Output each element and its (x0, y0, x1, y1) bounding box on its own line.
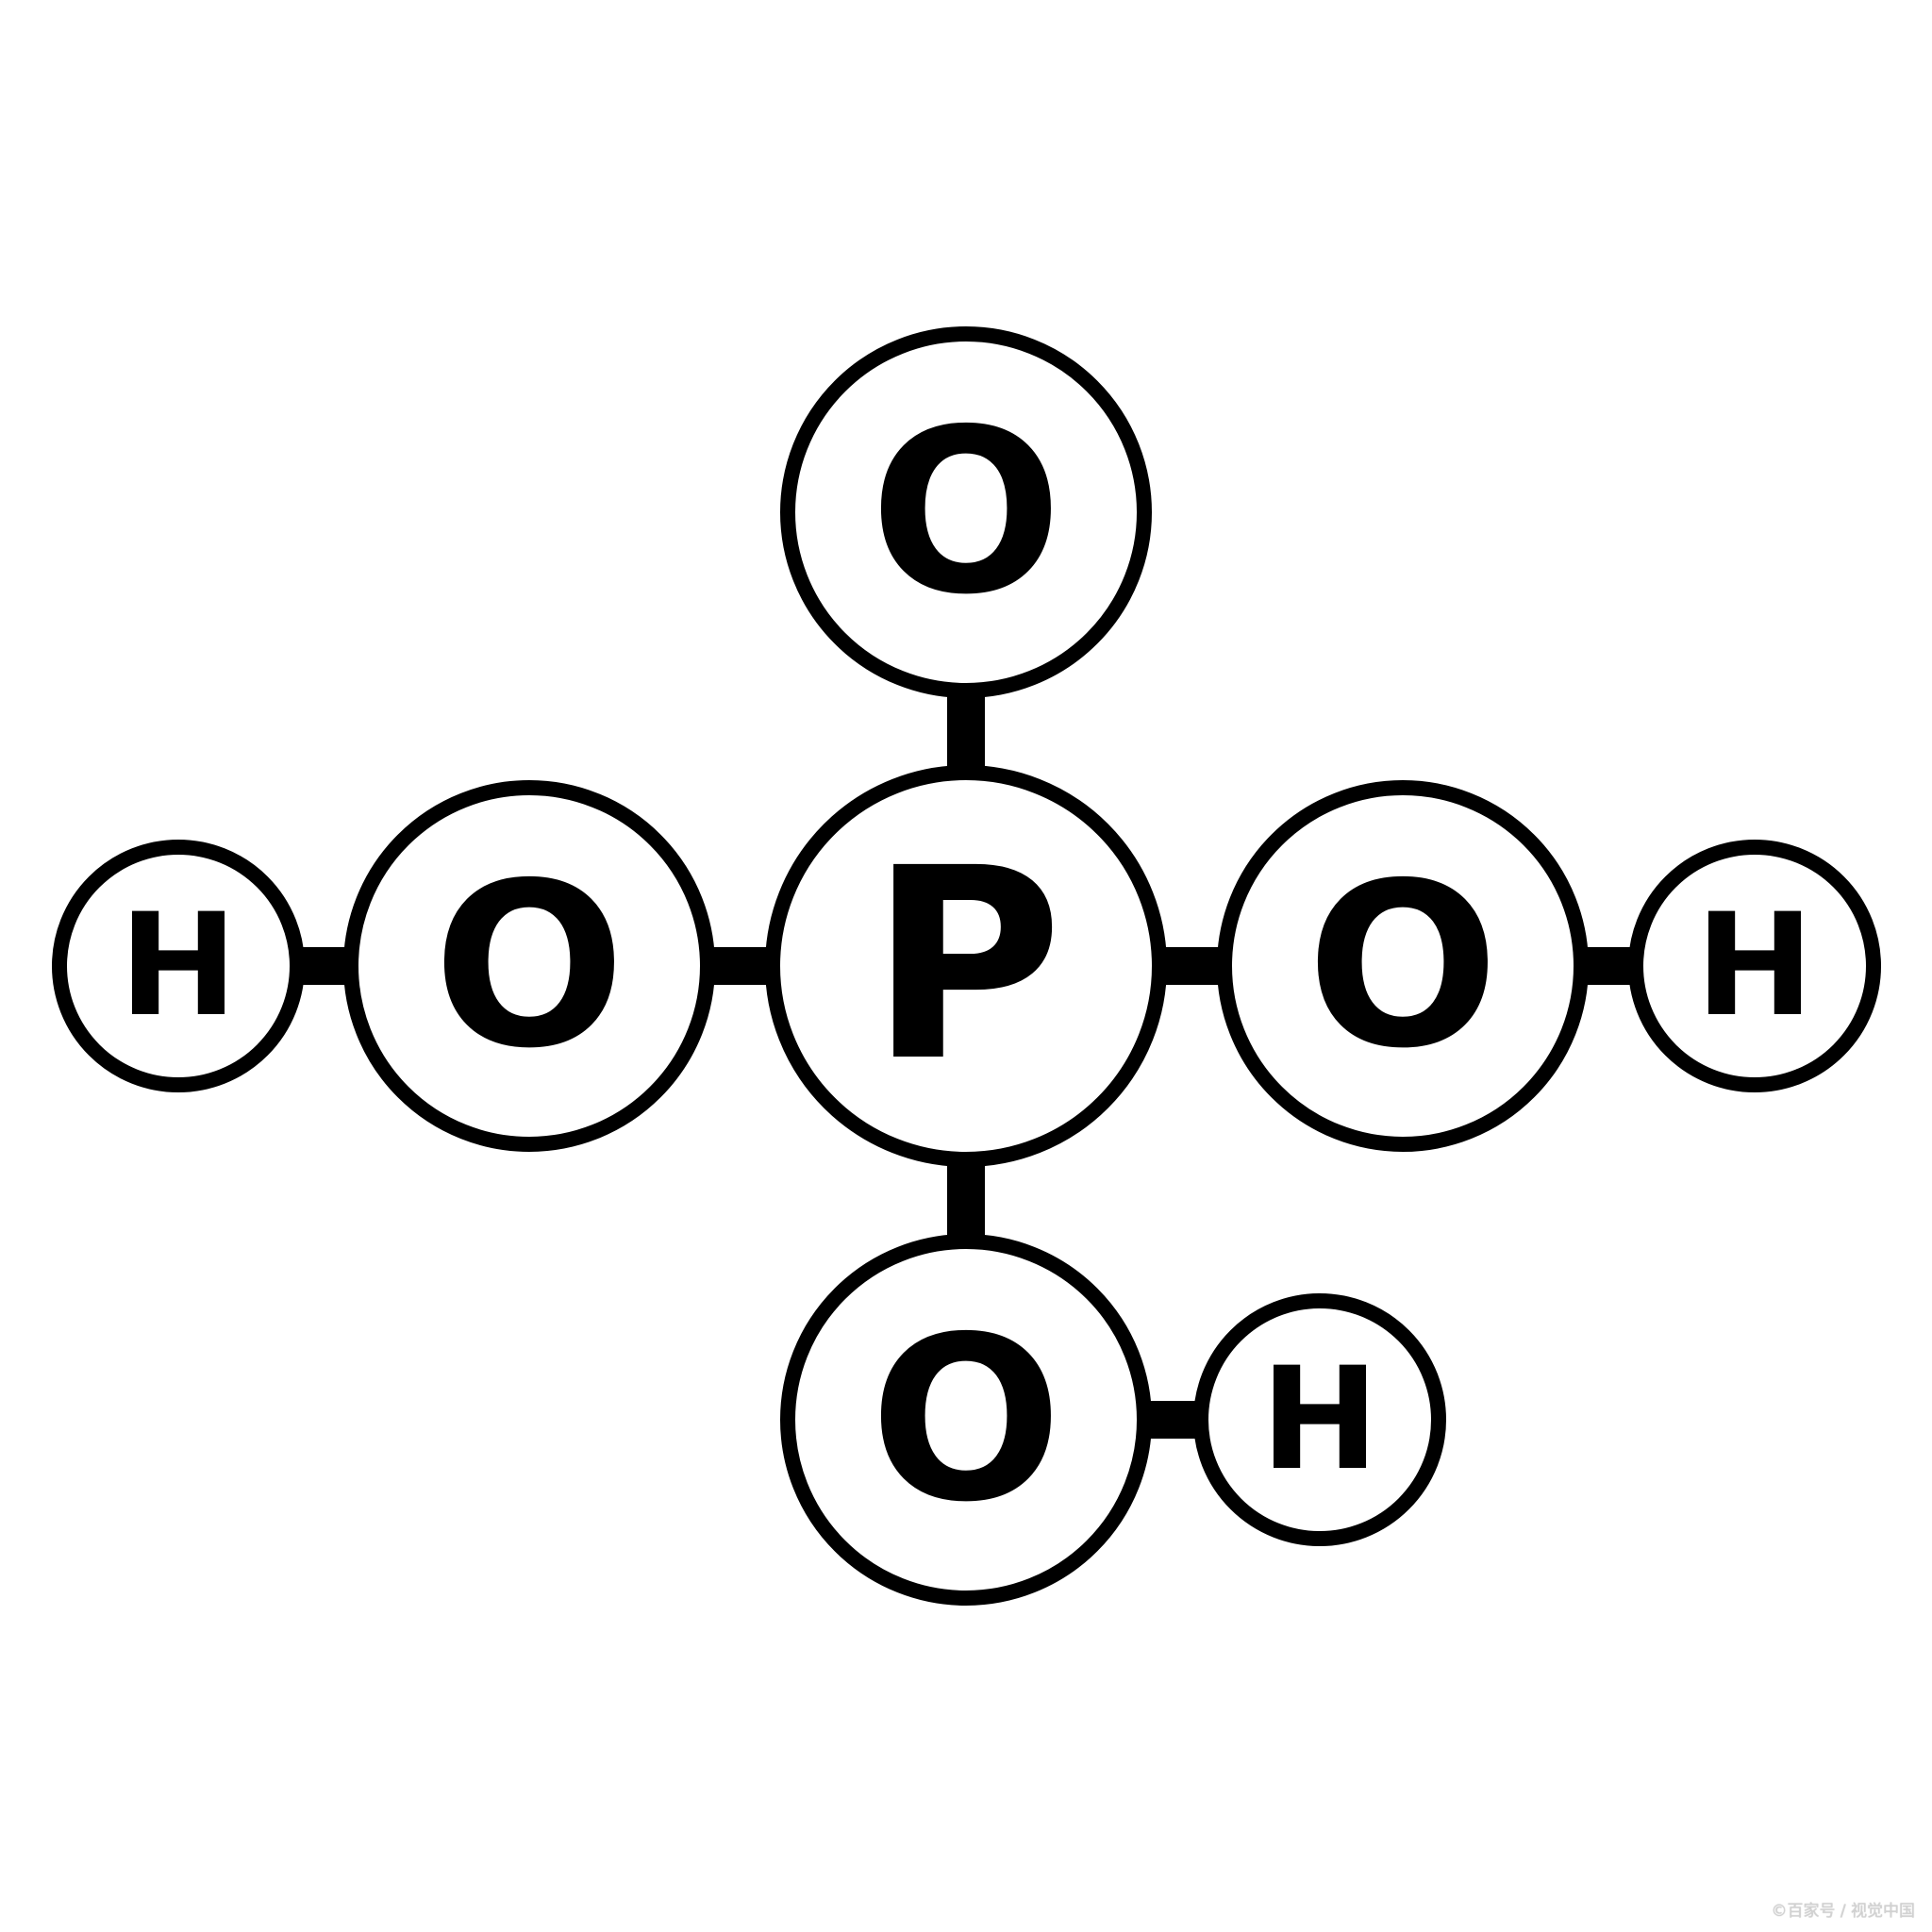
atom-o-bottom: O (780, 1234, 1152, 1606)
atom-h-left: H (52, 840, 305, 1092)
atom-label-o-bottom: O (870, 1288, 1062, 1552)
atom-h-right: H (1628, 840, 1881, 1092)
atom-o-right: O (1217, 780, 1589, 1152)
atom-label-o-left: O (433, 834, 625, 1098)
atom-label-o-top: O (870, 380, 1062, 644)
atom-label-h-bottom: H (1260, 1338, 1379, 1502)
atom-label-h-left: H (119, 884, 238, 1048)
atom-o-top: O (780, 326, 1152, 698)
atom-h-bottom: H (1193, 1293, 1446, 1546)
atom-p: P (765, 765, 1167, 1167)
atom-label-o-right: O (1307, 834, 1499, 1098)
watermark: ©百家号 / 视觉中国 (1771, 1902, 1915, 1921)
atom-label-p: P (869, 812, 1062, 1120)
atom-o-left: O (343, 780, 715, 1152)
atom-label-h-right: H (1695, 884, 1814, 1048)
